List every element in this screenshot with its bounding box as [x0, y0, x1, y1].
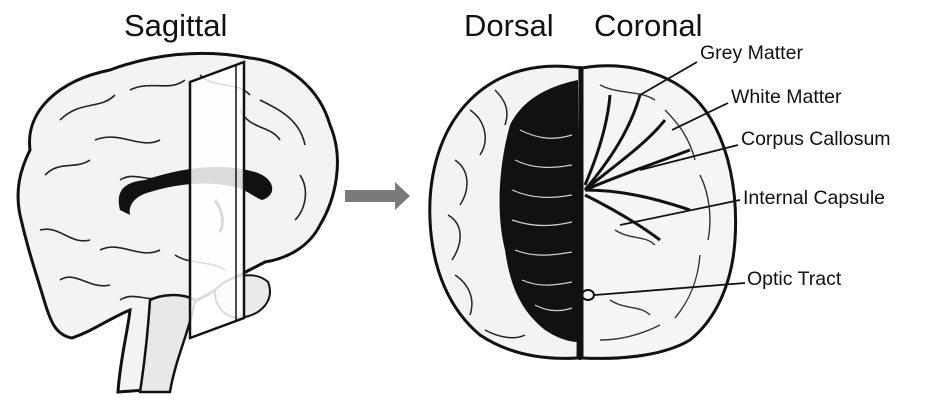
label-grey-matter: Grey Matter	[700, 42, 803, 65]
label-optic-tract: Optic Tract	[747, 268, 841, 291]
sagittal-brainstem	[140, 295, 195, 392]
title-sagittal: Sagittal	[124, 8, 227, 44]
sagittal-brain	[18, 53, 337, 392]
label-corpus-callosum: Corpus Callosum	[741, 128, 891, 151]
title-coronal: Coronal	[594, 8, 703, 44]
label-internal-capsule: Internal Capsule	[743, 187, 885, 210]
transition-arrow	[345, 182, 410, 210]
label-white-matter: White Matter	[731, 86, 842, 109]
title-dorsal: Dorsal	[464, 8, 554, 44]
dorsal-coronal-view	[430, 62, 745, 360]
